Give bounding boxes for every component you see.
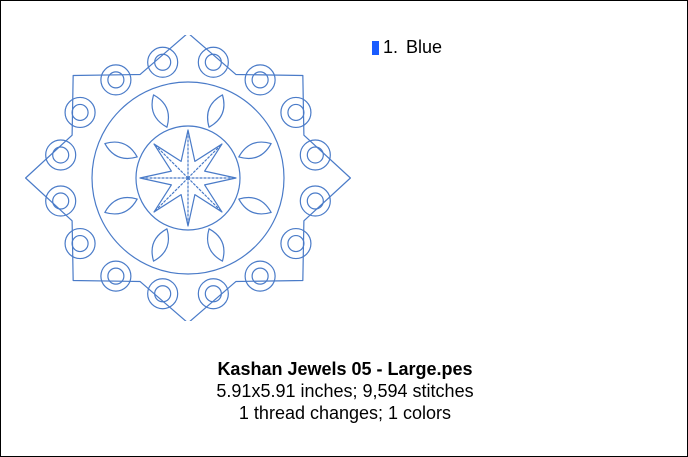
scallop-lobe bbox=[45, 185, 77, 217]
scallop-lobe bbox=[64, 96, 96, 129]
scallop-inner bbox=[154, 53, 172, 71]
embroidery-design-preview bbox=[24, 35, 351, 321]
design-thread-summary: 1 thread changes; 1 colors bbox=[238, 403, 452, 423]
scallop-inner bbox=[287, 103, 305, 122]
scallop-lobe bbox=[299, 139, 331, 171]
ornament-leaf bbox=[151, 228, 170, 262]
scallop-lobe bbox=[299, 185, 331, 217]
scallop-lobe bbox=[280, 96, 312, 129]
scallop-lobe bbox=[147, 46, 179, 78]
scallop-lobe bbox=[244, 64, 276, 96]
ornament-leaf bbox=[151, 94, 170, 128]
scallop-lobe bbox=[100, 64, 132, 96]
ornament-leaf bbox=[206, 94, 225, 128]
scallop-lobe bbox=[280, 227, 312, 260]
scallop-inner bbox=[154, 285, 172, 303]
scallop-inner bbox=[251, 71, 269, 89]
scallop-inner bbox=[204, 285, 222, 303]
star-ray bbox=[187, 177, 223, 213]
scallop-inner bbox=[306, 192, 324, 210]
star-ray bbox=[153, 177, 189, 213]
scallop-inner bbox=[306, 146, 324, 164]
scallop-lobe bbox=[244, 260, 276, 292]
ornament-leaf bbox=[206, 228, 225, 262]
color-swatch bbox=[372, 40, 379, 55]
ornament-leaf bbox=[104, 196, 138, 215]
star-ray bbox=[187, 143, 223, 179]
design-filename: Kashan Jewels 05 - Large.pes bbox=[217, 359, 473, 379]
scallop-inner bbox=[287, 234, 305, 253]
color-legend: 1. Blue bbox=[372, 37, 442, 58]
scallop-inner bbox=[52, 192, 70, 210]
design-dimensions: 5.91x5.91 inches; 9,594 stitches bbox=[216, 381, 474, 401]
legend-item-label: Blue bbox=[406, 37, 443, 57]
center-star bbox=[139, 129, 237, 227]
inner-ring bbox=[135, 125, 241, 231]
scallop-lobe bbox=[45, 139, 77, 171]
middle-ring bbox=[91, 81, 285, 275]
scallop-inner bbox=[71, 103, 89, 122]
scallop-inner bbox=[107, 267, 125, 285]
scallop-inner bbox=[204, 53, 222, 71]
ornament-leaf bbox=[238, 196, 272, 215]
scallop-lobe bbox=[197, 278, 229, 310]
scallop-inner bbox=[107, 71, 125, 89]
star-ray bbox=[153, 143, 189, 179]
design-info: Kashan Jewels 05 - Large.pes 5.91x5.91 i… bbox=[1, 358, 688, 424]
scallop-lobe bbox=[100, 260, 132, 292]
ornament-leaf bbox=[238, 141, 272, 160]
scallop-lobe bbox=[147, 278, 179, 310]
scallop-inner bbox=[251, 267, 269, 285]
scallop-lobe bbox=[64, 227, 96, 260]
legend-item-number: 1. bbox=[383, 37, 399, 57]
scallop-inner bbox=[52, 146, 70, 164]
scallop-inner bbox=[71, 234, 89, 253]
scallop-lobe bbox=[197, 46, 229, 78]
ornament-leaf bbox=[104, 141, 138, 160]
